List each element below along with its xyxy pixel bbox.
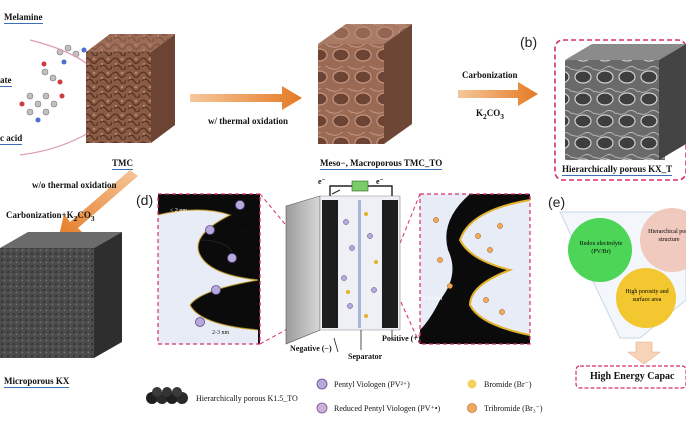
- hier-pore-circle: [640, 208, 686, 272]
- legend-item-2: Pentyl Viologen (PV²⁺): [334, 380, 410, 389]
- tribromide-icon: [467, 403, 477, 413]
- meso-macroporous-cube: [318, 24, 412, 144]
- panel-label-d: (d): [136, 192, 154, 208]
- left-pore-zoom: [157, 193, 261, 345]
- arrow-without-thermal-oxidation: [58, 170, 138, 240]
- label-hier-pore: Hierarchical pore structure: [648, 229, 686, 243]
- legend-icons: [146, 378, 477, 414]
- label-hier-kx: Hierarchically porous KX_T: [562, 164, 673, 176]
- porosity-circle: [616, 268, 676, 328]
- left-pore-label-3: 2-3 nm: [212, 330, 230, 336]
- precursor-molecules: [19, 39, 91, 156]
- label-tmc: TMC: [112, 158, 133, 170]
- label-porosity: High porosity and surface area: [625, 289, 669, 303]
- label-energy-capacity: High Energy Capac: [590, 371, 675, 382]
- bromide-icon: [467, 379, 477, 389]
- microporous-cube: [0, 232, 122, 358]
- label-ate: ate: [0, 75, 12, 87]
- label-carbonization: Carbonization: [462, 70, 518, 80]
- legend-item-4: Bromide (Br⁻): [484, 380, 532, 389]
- hierarchically-porous-cube: [565, 44, 686, 160]
- label-separator: Separator: [348, 352, 383, 361]
- left-pore-label-2: 3-10 nm: [228, 228, 249, 234]
- pv-reduced-icon: [316, 402, 328, 414]
- legend-item-5: Tribromide (Br₃⁻): [484, 404, 543, 413]
- redox-circle: [568, 218, 632, 282]
- panel-label-b: (b): [520, 34, 538, 50]
- label-negative: Negative (−): [290, 344, 332, 353]
- arrow-thermal-oxidation: [190, 86, 302, 110]
- left-pore-label-1: < 2 nm: [170, 208, 188, 214]
- legend-item-3: Reduced Pentyl Viologen (PV⁺•): [334, 404, 441, 413]
- electron-label-1: e⁻: [318, 177, 326, 186]
- label-thermal-oxidation: w/ thermal oxidation: [208, 116, 288, 126]
- tmc-cube: [86, 34, 175, 143]
- label-carb-k2co3: Carbonization+K2CO3: [6, 210, 95, 223]
- label-meso-macro: Meso−, Macroporous TMC_TO: [320, 158, 443, 170]
- funnel-diagram: [559, 208, 686, 389]
- legend-spheres-icon: [146, 387, 188, 404]
- label-redox: Redox electrolyte (PV/Br): [579, 241, 623, 255]
- arrow-carbonization: [458, 82, 538, 106]
- electron-label-2: e⁻: [376, 177, 384, 186]
- label-melamine: Melamine: [4, 12, 43, 24]
- label-positive: Positive (+): [382, 334, 421, 343]
- legend-item-1: Hierarchically porous K1.5_TO: [196, 394, 298, 403]
- right-pore-label-2: 3-10 nm: [422, 296, 443, 302]
- label-wo-thermal: w/o thermal oxidation: [32, 180, 117, 190]
- label-k2co3: K2CO3: [476, 108, 505, 121]
- right-pore-zoom: [419, 193, 531, 345]
- panel-b-frame: [554, 39, 686, 181]
- pv2-icon: [316, 378, 328, 390]
- panel-label-e: (e): [548, 194, 566, 210]
- supercapacitor-cell: [285, 180, 401, 353]
- right-pore-label-1: 2-3 nm: [460, 204, 478, 210]
- label-acid: c acid: [0, 133, 23, 145]
- right-pore-label-3: < 2 nm: [490, 330, 508, 336]
- label-micro-kx: Microporous KX: [4, 376, 70, 388]
